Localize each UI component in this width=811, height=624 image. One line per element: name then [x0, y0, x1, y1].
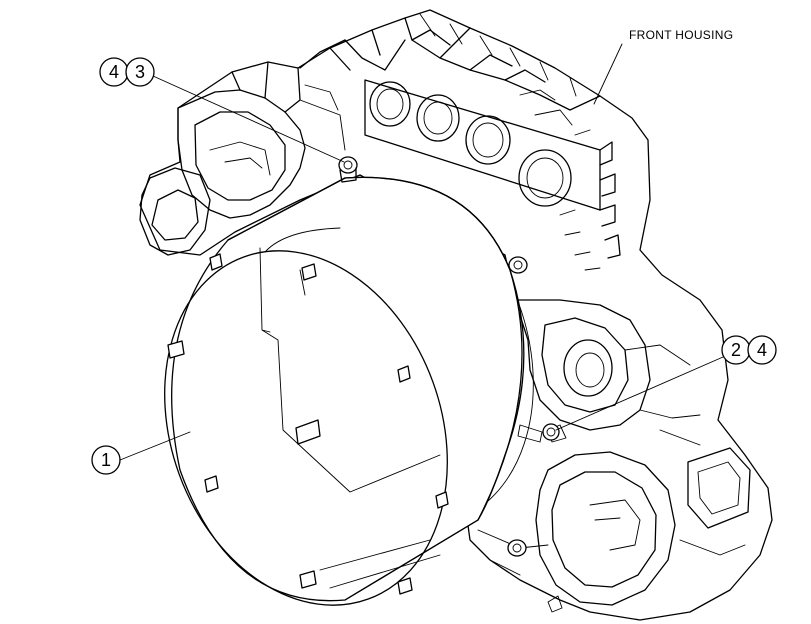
leader-lines [119, 43, 724, 461]
front-housing [139, 9, 773, 621]
guard-bolt-right [542, 423, 560, 441]
callout-circle [747, 335, 777, 365]
callout-2-4: 2 4 [721, 335, 777, 365]
callout-circle [125, 57, 155, 87]
callout-number: 4 [757, 340, 767, 360]
callout-4-3: 4 3 [99, 57, 155, 87]
callout-1: 1 [91, 445, 121, 475]
callout-circle [91, 445, 121, 475]
callout-number: 4 [109, 62, 119, 82]
housing-bolt-lower [507, 539, 527, 557]
housing-bolt-upper [508, 256, 528, 274]
callout-number: 3 [135, 62, 145, 82]
flywheel-guard-cylinder [164, 156, 560, 606]
guard-clips [167, 253, 449, 595]
front-housing-label: FRONT HOUSING [629, 28, 733, 42]
callout-number: 1 [101, 450, 111, 470]
callout-number: 2 [731, 340, 741, 360]
guard-bolt-top [338, 156, 358, 183]
